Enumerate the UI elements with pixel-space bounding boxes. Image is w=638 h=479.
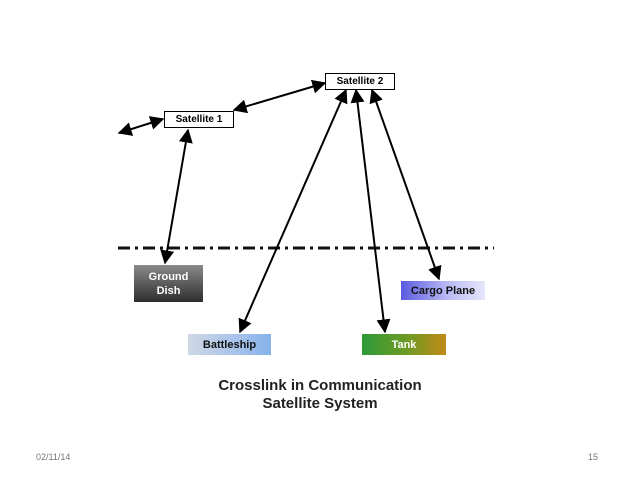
ground-dish-node: Ground Dish <box>134 265 203 302</box>
link-satellite1-ground-dish <box>160 128 193 265</box>
crosslink-satellite1-satellite2 <box>232 79 327 114</box>
diagram-caption: Crosslink in Communication Satellite Sys… <box>218 377 422 412</box>
battleship-node: Battleship <box>188 334 271 355</box>
link-satellite2-cargo-plane <box>369 88 442 281</box>
footer-date: 02/11/14 <box>36 452 71 462</box>
link-satellite2-battleship <box>238 88 348 334</box>
link-satellite1-outbound <box>117 116 165 136</box>
satellite-1-node: Satellite 1 <box>164 111 234 128</box>
satellite-2-node: Satellite 2 <box>325 73 395 90</box>
tank-node: Tank <box>362 334 446 355</box>
cargo-plane-node: Cargo Plane <box>401 281 485 300</box>
link-satellite2-tank <box>350 88 391 334</box>
page-number: 15 <box>588 452 599 462</box>
